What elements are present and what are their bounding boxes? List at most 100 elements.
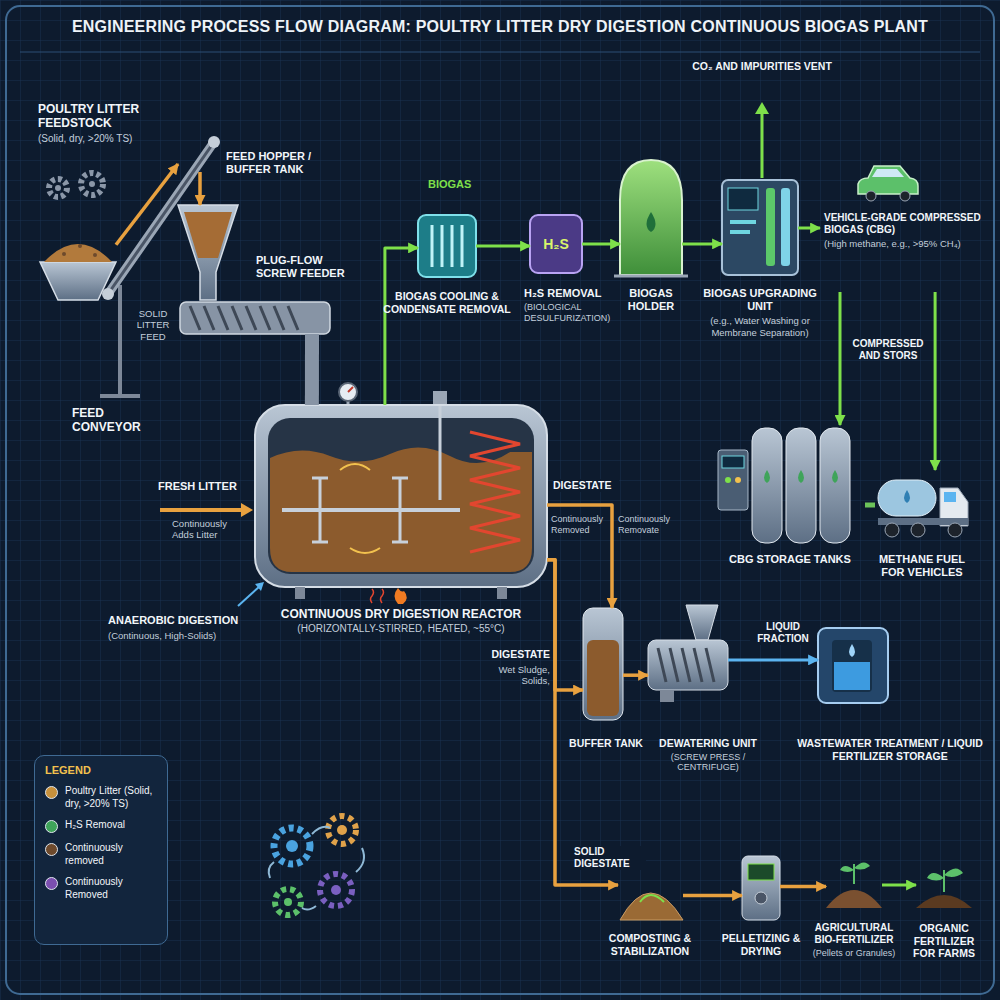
node-subtext: (HORIZONTALLY-STIRRED, HEATED, ~55°C) — [255, 623, 547, 635]
cooler-icon — [418, 215, 476, 277]
flow-connector — [476, 245, 530, 248]
reactor: CONTINUOUS DRY DIGESTION REACTOR(HORIZON… — [255, 405, 547, 587]
leader-line — [238, 586, 260, 606]
legend-row: Poultry Litter (Solid, dry, >20% TS) — [45, 785, 157, 810]
fuel-truck — [878, 480, 968, 537]
upgrading-unit — [781, 188, 790, 266]
annotation: Wet Sludge, Solids, — [470, 664, 550, 687]
legend-swatch — [45, 843, 58, 856]
screw-feeder — [190, 306, 298, 330]
storage-tanks — [718, 428, 850, 543]
decorative-gears — [286, 840, 298, 852]
fuel-truck — [878, 480, 936, 516]
legend-row: Continuously Removed — [45, 876, 157, 901]
node-label: BUFFER TANK — [562, 737, 650, 750]
node-label: CONTINUOUS DRY DIGESTION REACTOR(HORIZON… — [255, 607, 547, 635]
buffer-tank: BUFFER TANK — [583, 608, 623, 720]
pelletizer — [755, 892, 767, 904]
pressure-gauge — [348, 387, 353, 392]
node-subtext: (High methane, e.g., >95% CH₄) — [824, 238, 984, 249]
legend-row: H₂S Removal — [45, 819, 157, 833]
flow-connector — [882, 884, 916, 887]
compost-pile — [620, 893, 683, 920]
buffer-tank-symbol — [587, 640, 619, 716]
node-title: CBG STORAGE TANKS — [715, 553, 865, 566]
node-title: AGRICULTURAL BIO-FERTILIZER — [806, 922, 902, 946]
node-label: PELLETIZING & DRYING — [719, 932, 803, 957]
fertilizer-pile — [853, 864, 855, 884]
flow-connector — [839, 292, 842, 425]
storage-tanks — [820, 428, 850, 543]
node-subtext: (e.g., Water Washing or Membrane Separat… — [700, 315, 820, 338]
product-box: VEHICLE-GRADE COMPRESSED BIOGAS (CBG) (Hi… — [820, 155, 988, 292]
reactor-vessel — [312, 478, 408, 542]
legend-text: Continuously Removed — [65, 876, 157, 901]
node-label: CBG STORAGE TANKS — [715, 553, 865, 566]
node-label: POULTRY LITTER FEEDSTOCK(Solid, dry, >20… — [38, 102, 163, 145]
flow-connector — [623, 673, 648, 677]
decorative-gears — [269, 816, 364, 915]
feedstock-hopper — [62, 252, 66, 256]
compost-step: COMPOSTING & STABILIZATION — [618, 868, 683, 923]
fuel-truck: METHANE FUEL FOR VEHICLES — [875, 470, 970, 542]
annotation: ANAEROBIC DIGESTION — [108, 614, 258, 627]
node-label: VEHICLE-GRADE COMPRESSED BIOGAS (CBG) (Hi… — [824, 212, 984, 249]
reactor-vessel — [282, 508, 460, 512]
node-title: METHANE FUEL FOR VEHICLES — [872, 553, 972, 579]
flow-connector — [305, 334, 319, 405]
feed-hopper: FEED HOPPER / BUFFER TANK — [178, 205, 238, 300]
legend-text: Poultry Litter (Solid, dry, >20% TS) — [65, 785, 157, 810]
reactor-vessel — [439, 406, 442, 500]
node-title: VEHICLE-GRADE COMPRESSED BIOGAS (CBG) — [824, 212, 984, 236]
node-label: H₂S REMOVAL(BIOLOGICAL DESULFURIZATION) — [524, 287, 622, 324]
legend-box: LEGENDPoultry Litter (Solid, dry, >20% T… — [34, 755, 168, 945]
blueprint-ground — [20, 52, 980, 53]
pressure-gauge — [433, 391, 447, 406]
process-box: BIOGAS COOLING & CONDENSATE REMOVAL — [418, 215, 476, 277]
feedstock-hopper — [78, 244, 82, 248]
fresh-litter-arrow — [241, 503, 253, 517]
fuel-truck — [885, 523, 899, 537]
gas-holder: BIOGAS HOLDER — [620, 160, 682, 275]
farm-soil — [943, 870, 945, 892]
node-title: PLUG-FLOW SCREW FEEDER — [256, 254, 351, 280]
legend-swatch — [45, 786, 58, 799]
annotation: DIGESTATE — [470, 648, 550, 661]
annotation: BIOGAS — [428, 178, 488, 191]
legend-text: H₂S Removal — [65, 819, 125, 832]
screw-feeder: PLUG-FLOW SCREW FEEDER — [180, 302, 330, 334]
screw-press — [686, 605, 718, 640]
wastewater-unit — [832, 640, 872, 692]
reactor-vessel — [395, 588, 407, 604]
node-label: METHANE FUEL FOR VEHICLES — [872, 553, 972, 579]
node-title: BIOGAS HOLDER — [611, 287, 691, 313]
flow-connector — [116, 164, 178, 245]
node-label: FEED CONVEYOR — [72, 406, 152, 435]
car-icon — [858, 166, 918, 201]
flow-connector — [198, 172, 202, 205]
fresh-litter-arrow — [160, 503, 253, 517]
conveyor-belt — [208, 136, 220, 148]
flow-connector — [582, 243, 620, 246]
reactor-vessel — [340, 464, 380, 553]
reactor-vessel — [268, 418, 534, 574]
gear-icon — [81, 173, 103, 195]
node-title: PELLETIZING & DRYING — [719, 932, 803, 957]
farm-output: ORGANIC FERTILIZER FOR FARMS — [916, 862, 972, 910]
edge-label: LIQUID FRACTION — [750, 621, 816, 645]
desulfurizer-icon — [530, 215, 582, 273]
upgrading-unit — [728, 188, 758, 210]
node-label: PLUG-FLOW SCREW FEEDER — [256, 254, 351, 280]
fertilizer-pile — [826, 890, 882, 908]
storage-tanks — [735, 477, 741, 483]
buffer-tank-symbol — [583, 608, 623, 720]
fertilizer-product: AGRICULTURAL BIO-FERTILIZER(Pellets or G… — [826, 860, 882, 910]
pressure-gauge — [339, 383, 447, 406]
upgrading-unit — [730, 220, 756, 224]
vent-arrow — [755, 102, 769, 114]
annotation: Continuously Adds Litter — [172, 518, 244, 541]
vent-arrow — [755, 102, 769, 178]
buffer-tank-symbol — [583, 608, 623, 720]
